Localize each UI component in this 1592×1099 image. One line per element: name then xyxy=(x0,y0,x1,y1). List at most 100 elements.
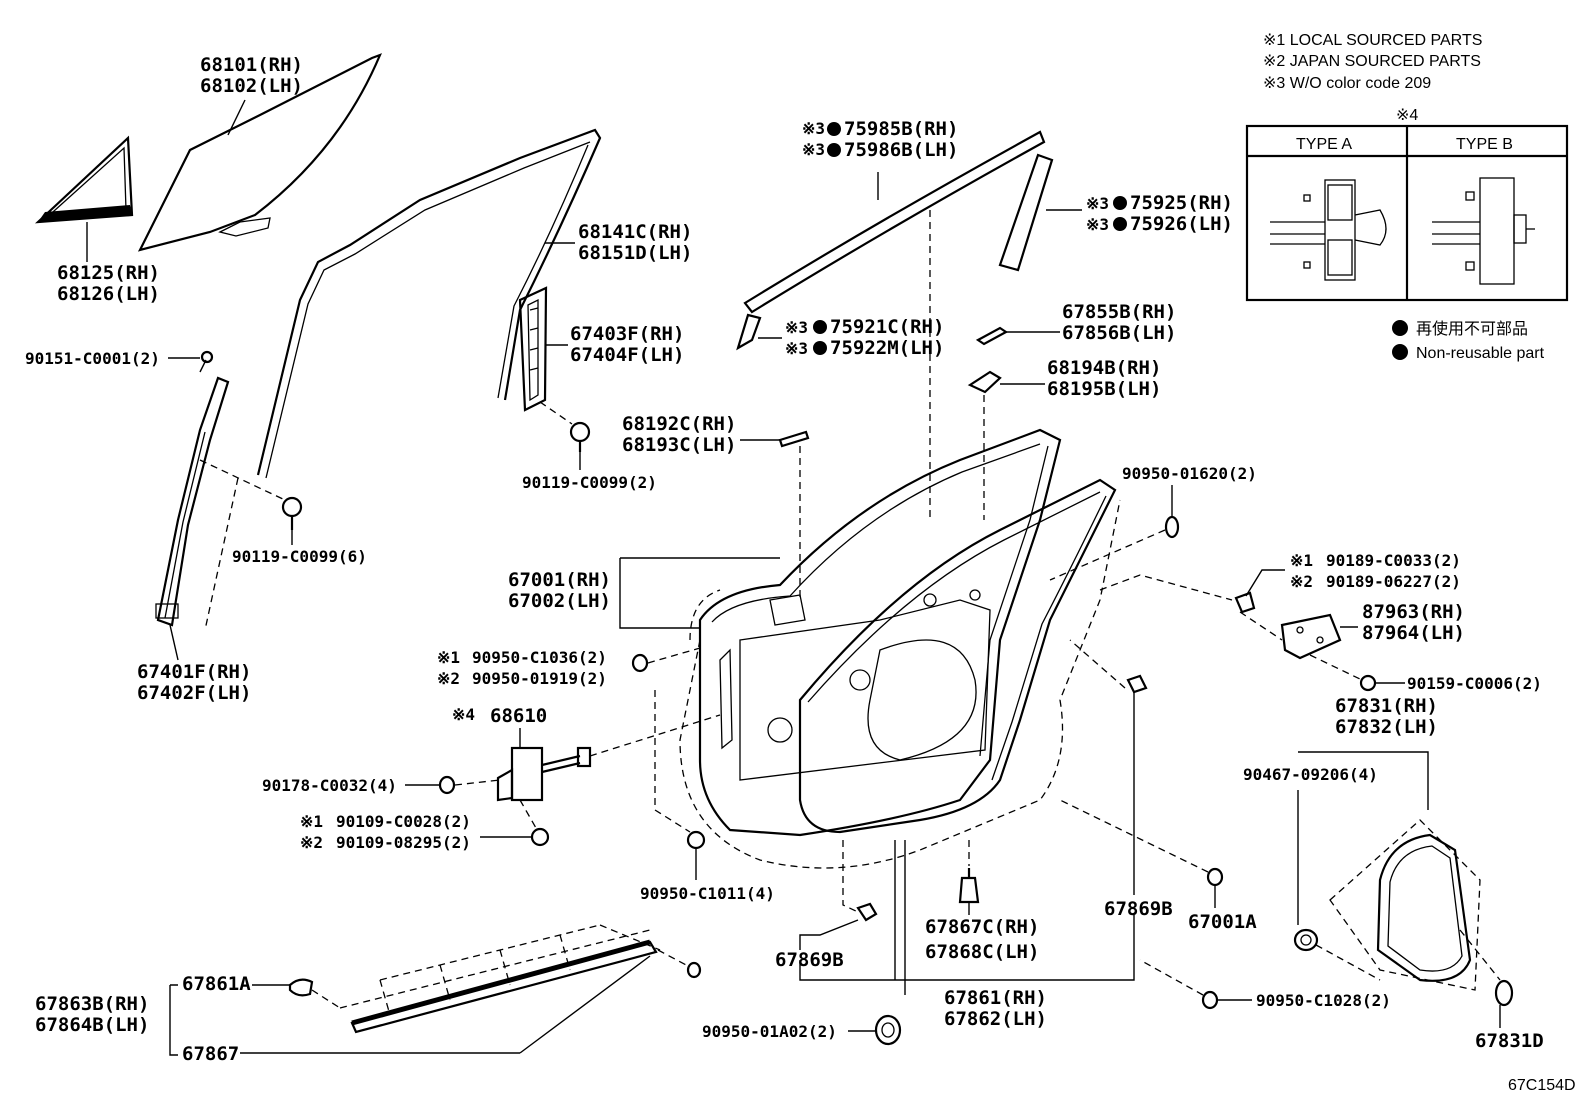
grommet-90950-c1036 xyxy=(631,653,649,673)
bolt-90159 xyxy=(1359,674,1377,692)
lock-striker-87963 xyxy=(1280,613,1342,660)
grommet-90950-c1011 xyxy=(686,830,706,850)
mark-90189-06227: ※2 xyxy=(1290,572,1313,591)
label-75986: 75986B(LH) xyxy=(844,139,958,161)
label-67868c: 67868C(LH) xyxy=(925,941,1039,963)
label-67869b-right: 67869B xyxy=(1104,898,1173,920)
door-check-68610 xyxy=(496,746,592,802)
mark-75926: ※3 xyxy=(1086,215,1109,234)
nonreuse-dot-75921 xyxy=(813,320,827,334)
front-glass-run-channel xyxy=(155,376,230,627)
label-68101: 68101(RH) xyxy=(200,54,303,76)
clip-67855 xyxy=(975,326,1009,346)
note-color-code: ※3 W/O color code 209 xyxy=(1263,75,1431,92)
door-panel-shell xyxy=(698,428,1062,837)
label-67864: 67864B(LH) xyxy=(35,1014,149,1036)
label-90467: 90467-09206(4) xyxy=(1243,765,1378,784)
label-68126: 68126(LH) xyxy=(57,283,160,305)
clip-67869b-right xyxy=(1126,674,1148,694)
label-67862: 67862(LH) xyxy=(944,1008,1047,1030)
label-68102: 68102(LH) xyxy=(200,75,303,97)
label-90119-a: 90119-C0099(2) xyxy=(522,473,657,492)
label-75926: 75926(LH) xyxy=(1130,213,1233,235)
mark-75922: ※3 xyxy=(785,339,808,358)
service-hole-cover xyxy=(1329,819,1481,991)
label-67403: 67403F(RH) xyxy=(570,323,684,345)
label-90151: 90151-C0001(2) xyxy=(25,349,160,368)
note-japan-sourced: ※2 JAPAN SOURCED PARTS xyxy=(1263,53,1481,70)
type-table: TYPE A TYPE B xyxy=(1245,124,1569,302)
label-90950-c1011: 90950-C1011(4) xyxy=(640,884,775,903)
label-67861: 67861(RH) xyxy=(944,987,1047,1009)
type-a-header: TYPE A xyxy=(1296,136,1352,153)
legend-jp: 再使用不可部品 xyxy=(1416,320,1528,338)
label-75925: 75925(RH) xyxy=(1130,192,1233,214)
label-90109-c0028: 90109-C0028(2) xyxy=(336,812,471,831)
label-68125: 68125(RH) xyxy=(57,262,160,284)
clip-68192 xyxy=(778,430,810,448)
label-75922: 75922M(LH) xyxy=(830,337,944,359)
mark-90189-c0033: ※1 xyxy=(1290,551,1313,570)
clip-90467 xyxy=(1293,928,1319,952)
clip-67867c xyxy=(958,868,980,904)
mark-90950-c1036: ※1 xyxy=(437,648,460,667)
grommet-67831d xyxy=(1494,979,1514,1007)
quarter-window-glass xyxy=(34,135,134,224)
label-67402: 67402F(LH) xyxy=(137,682,251,704)
grommet-90950-01a02 xyxy=(874,1014,902,1046)
label-87964: 87964(LH) xyxy=(1362,622,1465,644)
label-90950-c1028: 90950-C1028(2) xyxy=(1256,991,1391,1010)
type-a-sketch xyxy=(1270,179,1387,281)
label-67832: 67832(LH) xyxy=(1335,716,1438,738)
label-67856: 67856B(LH) xyxy=(1062,322,1176,344)
mark-68610: ※4 xyxy=(452,705,475,724)
label-68141: 68141C(RH) xyxy=(578,221,692,243)
type-b-sketch xyxy=(1432,177,1535,285)
mark-90109-08295: ※2 xyxy=(300,833,323,852)
note-type-mark: ※4 xyxy=(1396,107,1418,124)
label-67861a: 67861A xyxy=(182,973,251,995)
label-67863: 67863B(RH) xyxy=(35,993,149,1015)
label-68194: 68194B(RH) xyxy=(1047,357,1161,379)
bolt-90119-b xyxy=(281,496,303,530)
grommet-90950-01620 xyxy=(1164,515,1180,539)
clip-67869b-left xyxy=(856,902,878,922)
screw-90189 xyxy=(1234,591,1256,614)
label-67002: 67002(LH) xyxy=(508,590,611,612)
legend-dot-jp xyxy=(1392,320,1408,336)
mark-75925: ※3 xyxy=(1086,194,1109,213)
label-67831d: 67831D xyxy=(1475,1030,1544,1052)
label-68192: 68192C(RH) xyxy=(622,413,736,435)
label-67869b-left: 67869B xyxy=(775,949,844,971)
label-90159: 90159-C0006(2) xyxy=(1407,674,1542,693)
nonreuse-dot-75925 xyxy=(1113,196,1127,210)
label-90189-06227: 90189-06227(2) xyxy=(1326,572,1461,591)
label-67867c: 67867C(RH) xyxy=(925,916,1039,938)
label-75985: 75985B(RH) xyxy=(844,118,958,140)
note-local-sourced: ※1 LOCAL SOURCED PARTS xyxy=(1263,32,1482,49)
label-90950-c1036: 90950-C1036(2) xyxy=(472,648,607,667)
label-67401: 67401F(RH) xyxy=(137,661,251,683)
bracket-68194 xyxy=(967,370,1002,394)
clip-67861a xyxy=(288,978,314,997)
belt-molding-67863b xyxy=(339,924,661,1034)
clip-end xyxy=(686,961,702,979)
nut-90178 xyxy=(438,775,456,795)
grommet-67001a xyxy=(1206,867,1224,887)
type-b-header: TYPE B xyxy=(1456,136,1513,153)
label-67001a: 67001A xyxy=(1188,911,1257,933)
nonreuse-dot-75986 xyxy=(827,143,841,157)
label-90119-b: 90119-C0099(6) xyxy=(232,547,367,566)
mark-75985: ※3 xyxy=(802,119,825,138)
corner-piece-75921 xyxy=(736,313,762,351)
door-glass xyxy=(137,53,383,252)
pillar-molding-75925 xyxy=(998,153,1054,272)
label-75921: 75921C(RH) xyxy=(830,316,944,338)
rear-glass-run-channel xyxy=(518,286,548,412)
label-68610: 68610 xyxy=(490,705,547,727)
label-67831: 67831(RH) xyxy=(1335,695,1438,717)
screw-90151 xyxy=(200,350,214,364)
label-68193: 68193C(LH) xyxy=(622,434,736,456)
nonreuse-dot-75922 xyxy=(813,341,827,355)
